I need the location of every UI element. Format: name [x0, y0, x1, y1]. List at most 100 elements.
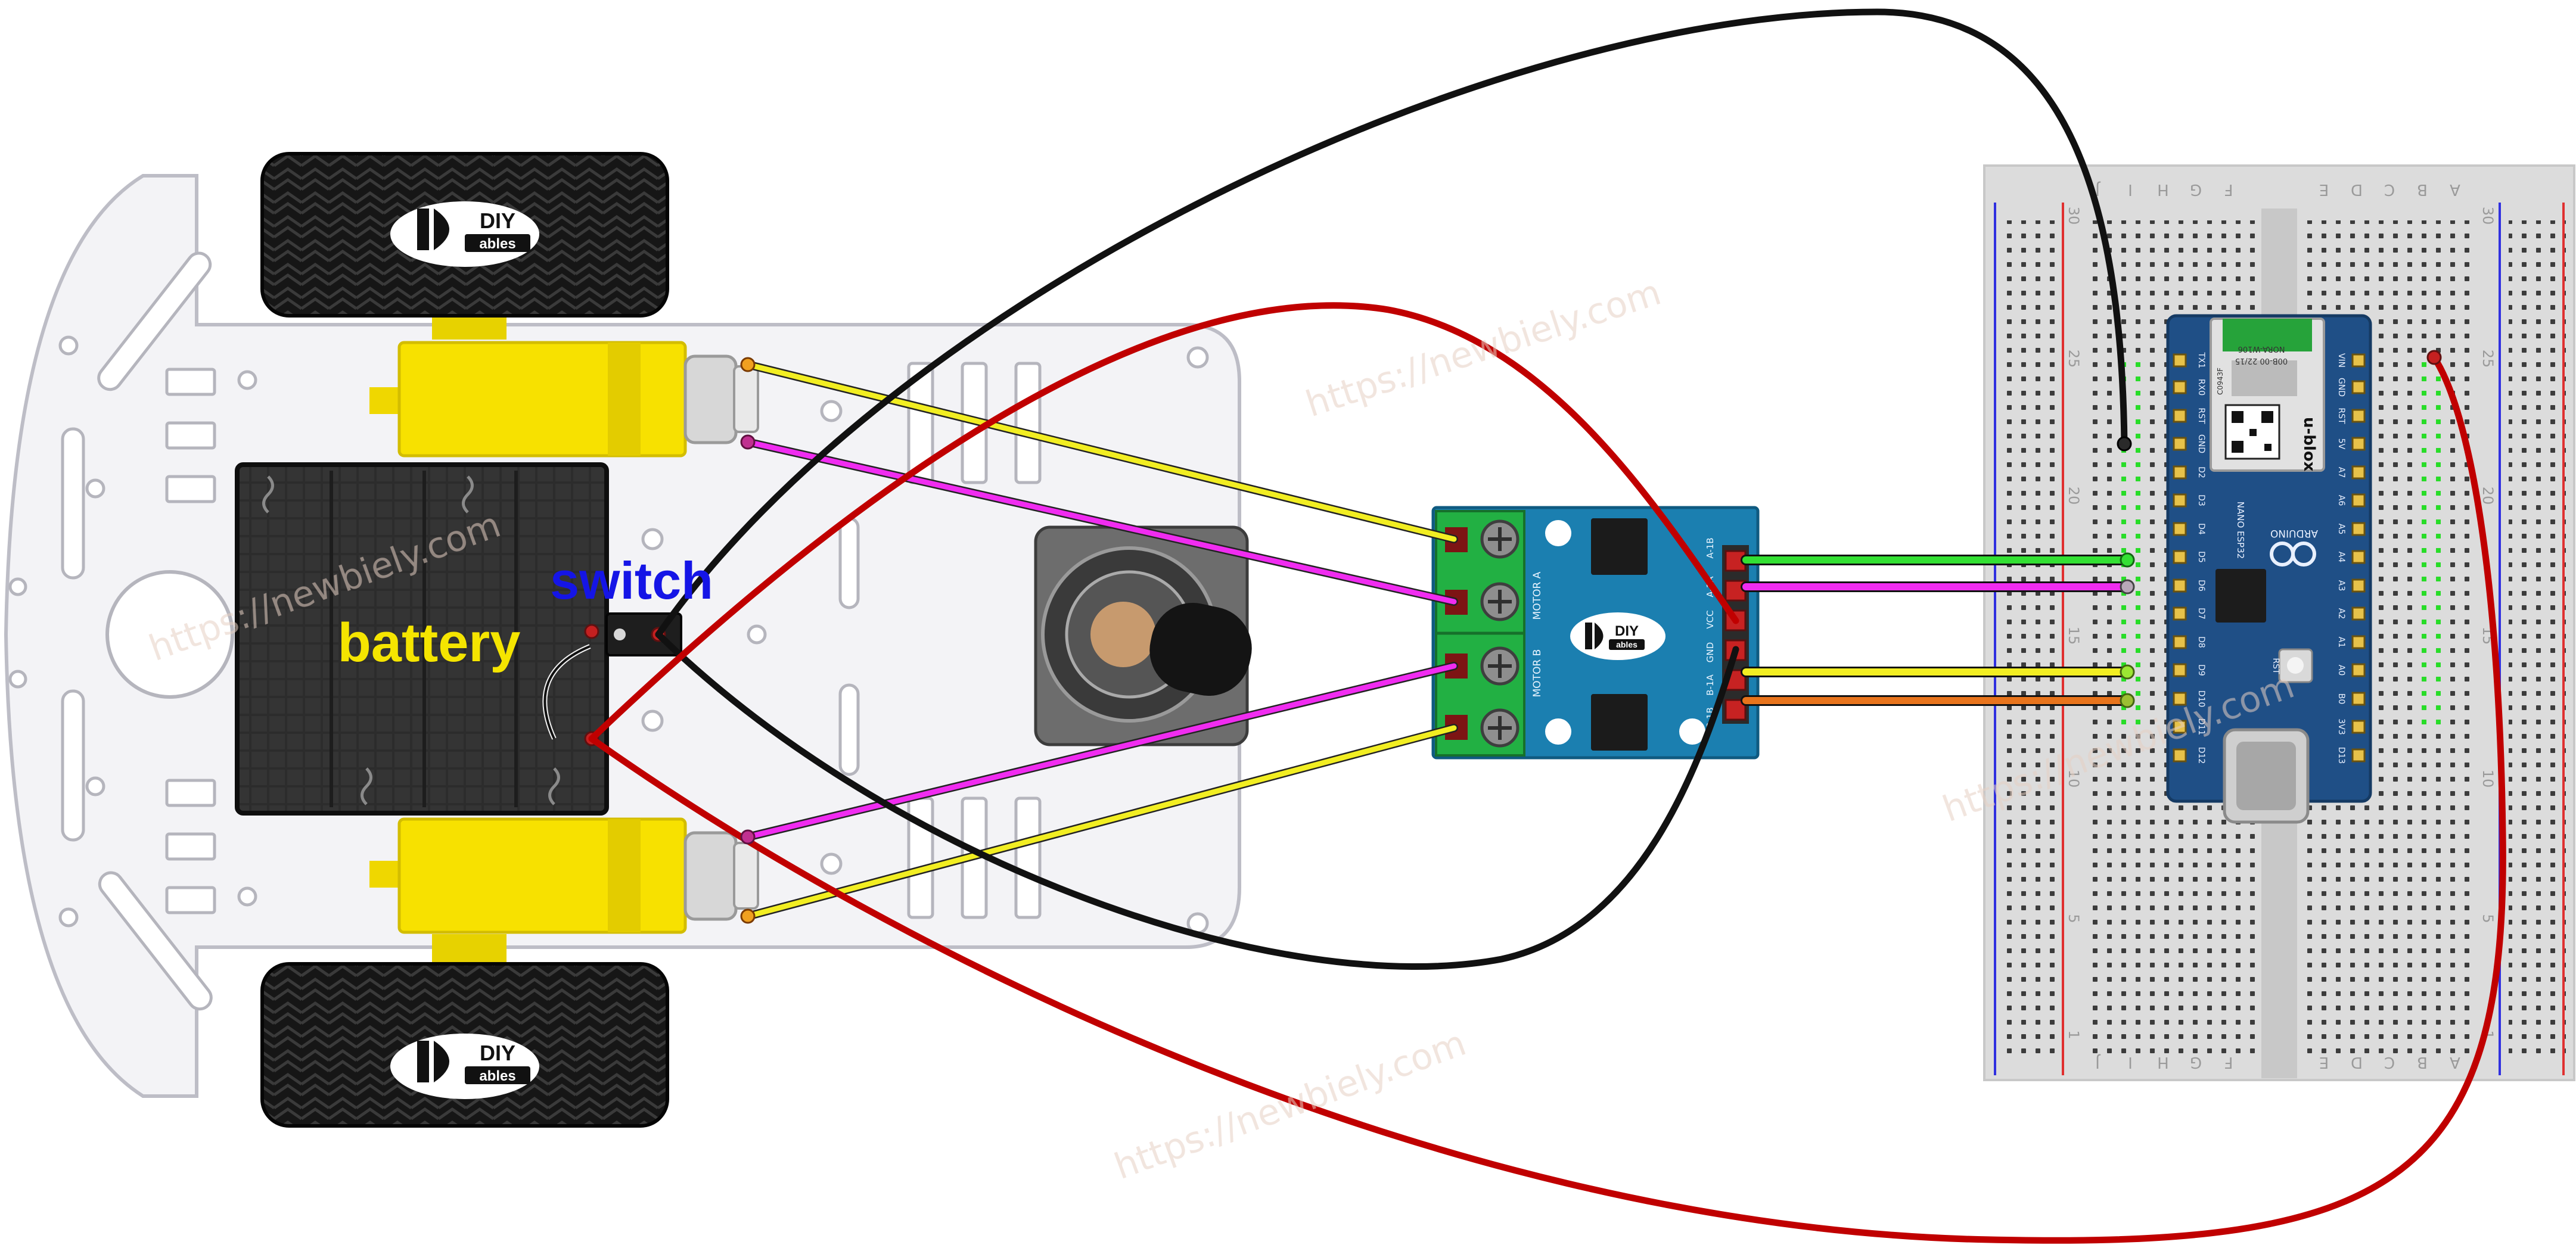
- pin-label: A7: [2336, 467, 2346, 478]
- col-label: B: [2417, 1053, 2428, 1071]
- pin-label: A5: [2336, 524, 2346, 534]
- pin-label: RST: [2336, 407, 2346, 424]
- pin-label: RST: [2196, 407, 2206, 424]
- wire-red-switch-to-driver: [588, 302, 1739, 742]
- logo-text-top: DIY: [480, 208, 515, 233]
- module-code: 00B-00 22/15: [2235, 356, 2288, 365]
- col-label: J: [2095, 181, 2101, 198]
- logo-text-bottom: ables: [1616, 640, 1637, 649]
- right-header-pins: [2351, 353, 2366, 763]
- battery-label: battery: [338, 612, 521, 673]
- wheel-top: DIY ables: [260, 152, 669, 340]
- col-label: A: [2450, 1053, 2460, 1071]
- pin-label-vcc: VCC: [1705, 610, 1716, 628]
- watermark: https://newbiely.com: [1301, 272, 1666, 426]
- pin-label: A2: [2336, 608, 2346, 619]
- row-number: 10: [2479, 770, 2496, 788]
- watermark: https://newbiely.com: [1109, 1022, 1471, 1188]
- pin-label: 5V: [2336, 438, 2346, 450]
- pin-label: D11: [2196, 718, 2206, 736]
- col-label: C: [2384, 1053, 2395, 1071]
- col-label: J: [2095, 1053, 2101, 1071]
- arduino-infinity-icon: [2270, 542, 2316, 567]
- module-serial: C0943F: [2216, 368, 2224, 395]
- pin-label-a-1b: A-1B: [1705, 537, 1716, 558]
- col-label: A: [2450, 181, 2460, 198]
- col-label: G: [2190, 181, 2202, 198]
- arduino-nano-esp32: u-blox NORA-W106 00B-00 22/15 C0943F ARD…: [2166, 314, 2372, 824]
- pin-label: A4: [2336, 552, 2346, 563]
- col-label: E: [2319, 181, 2329, 198]
- pin-label: A1: [2336, 637, 2346, 648]
- module-brand: u-blox: [2300, 417, 2318, 472]
- col-label: D: [2351, 181, 2363, 198]
- row-number: 25: [2065, 350, 2082, 368]
- col-label: F: [2224, 1053, 2233, 1071]
- pin-label: D5: [2196, 551, 2206, 563]
- diyables-logo-icon: DIY ables: [417, 208, 530, 252]
- pin-label: D2: [2196, 466, 2206, 478]
- diyables-logo-icon: DIY ables: [417, 1041, 530, 1084]
- pin-label: GND: [2196, 434, 2206, 453]
- pin-label: B0: [2336, 693, 2346, 705]
- diyables-logo-icon: DIY ables: [1585, 623, 1645, 650]
- terminal-block: [1435, 510, 1525, 757]
- wire-black-to-driver-gnd: [655, 631, 1739, 970]
- col-label: H: [2157, 1053, 2169, 1071]
- col-label: D: [2351, 1053, 2363, 1071]
- row-number: 30: [2065, 207, 2082, 225]
- pin-label-gnd: GND: [1705, 642, 1716, 662]
- col-label: F: [2224, 181, 2233, 198]
- pin-label: A0: [2336, 665, 2346, 676]
- logo-text-top: DIY: [1615, 623, 1639, 639]
- driver-header-pins: [1724, 550, 1747, 721]
- pin-label: D8: [2196, 636, 2206, 648]
- pin-label: GND: [2336, 378, 2346, 397]
- wire-endpoints: [740, 350, 2442, 924]
- logo-text-bottom: ables: [479, 1068, 515, 1084]
- reset-label: RST: [2271, 658, 2280, 674]
- left-header-pins: [2173, 353, 2187, 763]
- col-label: C: [2384, 181, 2395, 198]
- wire-black-to-arduino: [655, 8, 2128, 638]
- dc-motor-top: [369, 341, 759, 458]
- col-label: I: [2128, 181, 2133, 198]
- wire-red-battery-to-arduino: [588, 354, 2506, 1244]
- logo-text-bottom: ables: [479, 236, 515, 252]
- row-number: 5: [2479, 914, 2496, 923]
- col-label: G: [2190, 1053, 2202, 1071]
- pin-label: RX0: [2196, 379, 2206, 396]
- pin-label: A3: [2336, 580, 2346, 591]
- pin-label: VIN: [2336, 353, 2346, 368]
- switch-label: switch: [550, 551, 713, 610]
- motor-driver-board: MOTOR A MOTOR B DIY ables A-1B A-1A VCC …: [1431, 506, 1760, 760]
- col-label: E: [2319, 1053, 2329, 1071]
- pin-label: D7: [2196, 608, 2206, 620]
- dc-motor-bottom: [369, 817, 759, 934]
- pin-label: D3: [2196, 494, 2206, 506]
- row-number: 1: [2065, 1030, 2082, 1039]
- pin-label: D6: [2196, 580, 2206, 592]
- board-brand: ARDUINO: [2270, 527, 2318, 539]
- pin-label: D10: [2196, 690, 2206, 708]
- row-number: 15: [2065, 627, 2082, 645]
- col-label: H: [2157, 181, 2169, 198]
- row-number: 5: [2065, 914, 2082, 923]
- board-model: NANO ESP32: [2235, 502, 2246, 559]
- wheel-bottom: DIY ables: [260, 934, 669, 1128]
- pin-label: D12: [2196, 747, 2206, 764]
- pin-label: TX1: [2196, 351, 2206, 368]
- wires: [588, 8, 2506, 1244]
- module-id: NORA-W106: [2238, 344, 2285, 353]
- row-number: 25: [2479, 350, 2496, 368]
- pin-label-b-1a: B-1A: [1705, 674, 1716, 696]
- pin-label: D13: [2336, 747, 2346, 764]
- pin-label: 3V3: [2336, 718, 2346, 735]
- col-label: I: [2128, 1053, 2133, 1071]
- logo-text-top: DIY: [480, 1041, 515, 1065]
- row-number: 20: [2065, 487, 2082, 505]
- pin-label: D9: [2196, 664, 2206, 676]
- row-number: 30: [2479, 207, 2496, 225]
- caster-wheel: [1034, 525, 1252, 746]
